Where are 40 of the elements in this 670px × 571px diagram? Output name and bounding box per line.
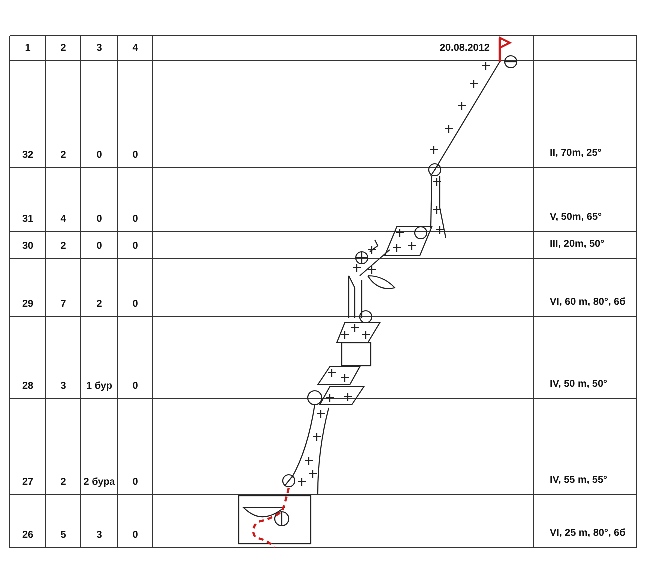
pitch-description: V, 50m, 65°	[550, 212, 602, 224]
pitch-description: VI, 60 m, 80°, 6б	[550, 297, 626, 309]
bolt-count: 1 бур	[86, 381, 114, 393]
pitch-description: IV, 55 m, 55°	[550, 475, 608, 487]
pitch-description: VI, 25 m, 80°, 6б	[550, 528, 626, 540]
pitch-number: 32	[21, 150, 35, 162]
hook-count: 0	[132, 530, 140, 542]
pitch-description: II, 70m, 25°	[550, 148, 602, 160]
hook-count: 0	[132, 477, 140, 489]
length-value: 4	[60, 214, 68, 226]
pitch-number: 27	[21, 477, 35, 489]
pitch-number: 26	[21, 530, 35, 542]
pitch-number: 28	[21, 381, 35, 393]
length-value: 2	[60, 241, 68, 253]
column-header: 3	[96, 43, 104, 55]
date-label: 20.08.2012	[440, 43, 490, 55]
pitch-description: IV, 50 m, 50°	[550, 379, 608, 391]
length-value: 2	[60, 477, 68, 489]
pitch-number: 31	[21, 214, 35, 226]
length-value: 3	[60, 381, 68, 393]
hook-count: 0	[132, 381, 140, 393]
bolt-count: 0	[96, 214, 104, 226]
length-value: 2	[60, 150, 68, 162]
column-header: 1	[24, 43, 32, 55]
column-header: 2	[60, 43, 68, 55]
hook-count: 0	[132, 150, 140, 162]
bolt-count: 3	[96, 530, 104, 542]
pitch-number: 29	[21, 299, 35, 311]
bolt-count: 0	[96, 241, 104, 253]
length-value: 7	[60, 299, 68, 311]
pitch-description: III, 20m, 50°	[550, 239, 605, 251]
bolt-count: 0	[96, 150, 104, 162]
length-value: 5	[60, 530, 68, 542]
pitch-number: 30	[21, 241, 35, 253]
bolt-count: 2	[96, 299, 104, 311]
bolt-count: 2 бура	[82, 477, 116, 489]
hook-count: 0	[132, 214, 140, 226]
hook-count: 0	[132, 299, 140, 311]
column-header: 4	[132, 43, 140, 55]
hook-count: 0	[132, 241, 140, 253]
